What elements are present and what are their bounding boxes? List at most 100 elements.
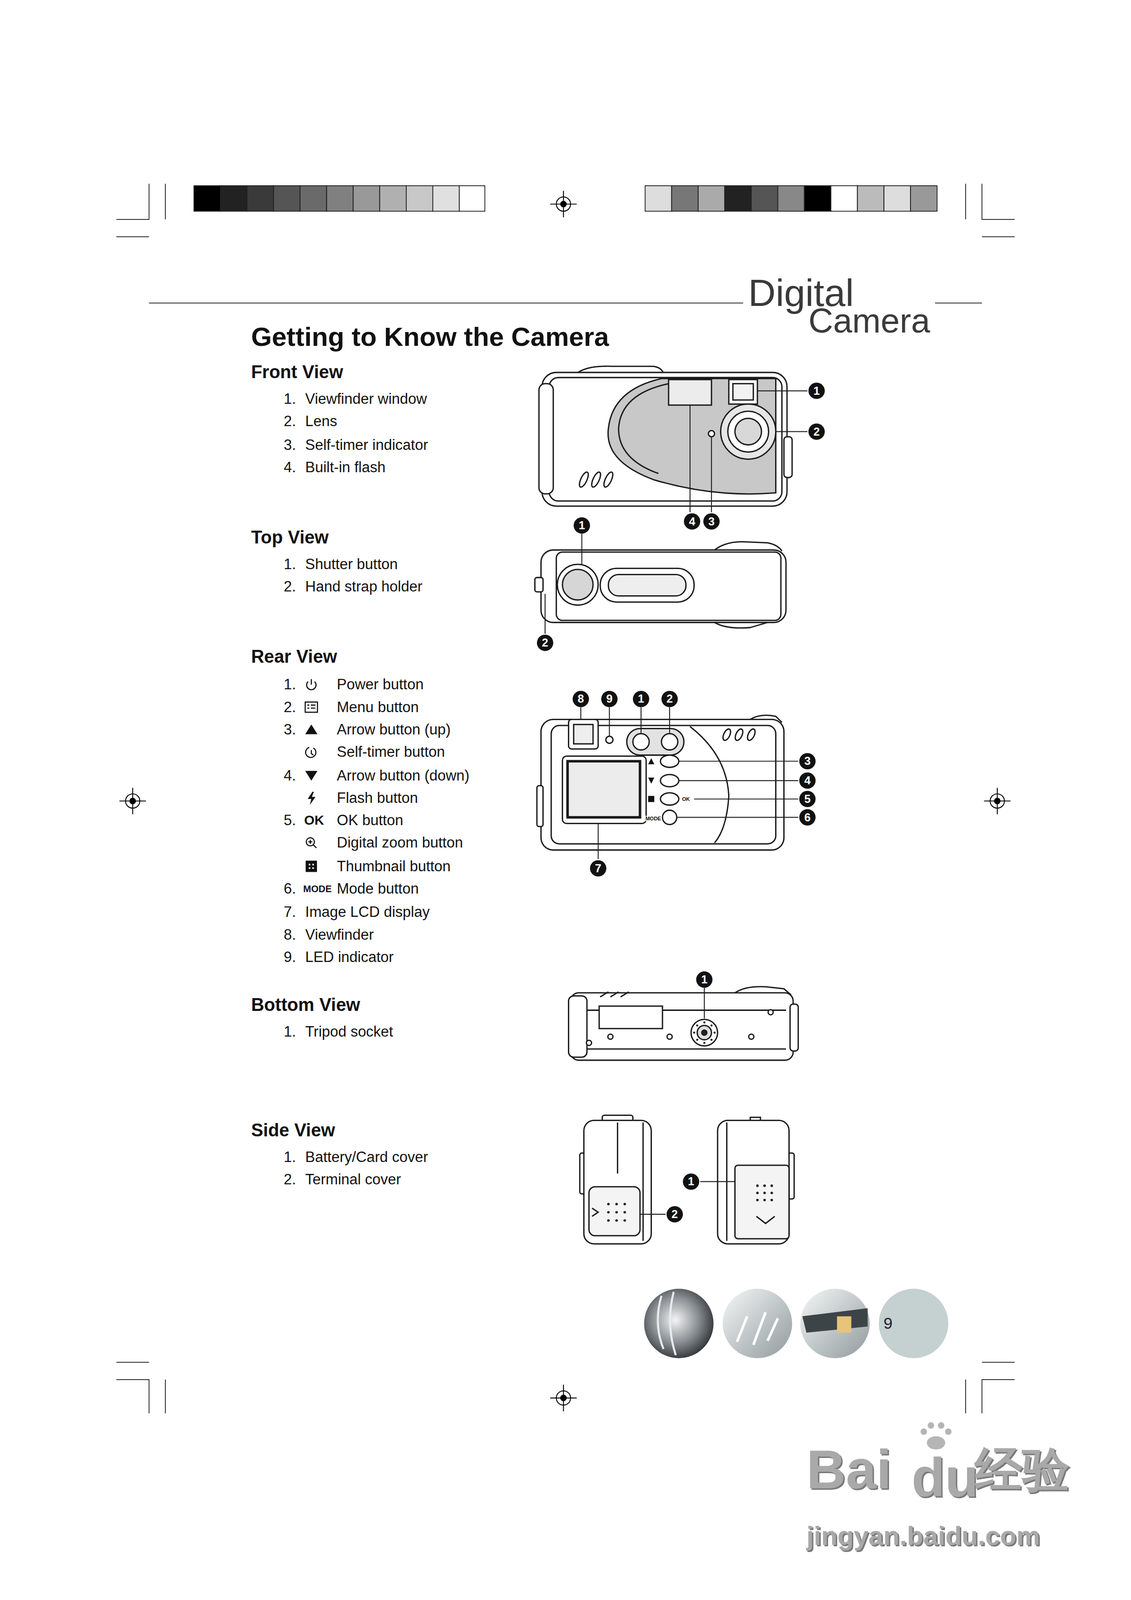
section-heading: Side View <box>250 1120 336 1142</box>
gray-scale-bar <box>273 185 301 212</box>
callout-badge <box>572 690 589 708</box>
decor-circles <box>800 1289 870 1359</box>
camera-front-illustration <box>720 404 776 460</box>
gray-scale-bar <box>220 185 248 212</box>
camera-rear-illustration <box>536 785 544 827</box>
callout-badge <box>799 772 816 789</box>
button-icons <box>305 747 316 758</box>
watermark-paw <box>945 1428 952 1436</box>
item-number: 8. <box>283 926 297 944</box>
camera-bottom-illustration <box>599 1006 663 1029</box>
section-heading: Top View <box>250 527 329 549</box>
page-title: Getting to Know the Camera <box>250 321 609 353</box>
item-number: 2. <box>283 1171 297 1189</box>
item-number: 1. <box>283 390 297 408</box>
gray-scale-bar <box>193 185 938 212</box>
gray-scale-bar <box>645 185 672 212</box>
decor-circles <box>643 1289 949 1359</box>
camera-rear-illustration <box>632 733 650 750</box>
item-number: 9. <box>283 948 297 967</box>
watermark: jingyan.baidu.com <box>806 1521 1041 1552</box>
callout-badge <box>683 513 700 530</box>
gray-scale-bar <box>247 185 274 212</box>
camera-top-illustration <box>557 564 599 606</box>
camera-rear-illustration <box>573 724 594 745</box>
watermark: du <box>911 1446 979 1510</box>
camera-front-illustration <box>668 379 712 406</box>
list-item: Arrow button (down) <box>336 767 470 785</box>
list-item: Flash button <box>336 789 419 807</box>
camera-rear-illustration <box>648 795 655 803</box>
camera-front-illustration <box>728 411 769 453</box>
camera-rear-illustration <box>746 728 758 742</box>
camera-marking: MODE <box>644 815 662 822</box>
button-icons <box>305 702 318 713</box>
callout-badge <box>573 517 590 534</box>
camera-bottom-illustration <box>767 1009 774 1016</box>
list-item: Terminal cover <box>305 1171 402 1189</box>
item-number: 7. <box>283 903 297 921</box>
item-number: 2. <box>283 412 297 431</box>
callout-badge <box>799 753 816 770</box>
leader-lines <box>545 533 582 634</box>
list-item: Arrow button (up) <box>336 721 451 739</box>
watermark-paw <box>920 1428 928 1436</box>
item-number: 3. <box>283 436 297 454</box>
item-number: 1. <box>283 676 297 694</box>
item-number: 2. <box>283 578 297 596</box>
camera-front-illustration <box>589 470 603 489</box>
button-icons <box>307 705 316 709</box>
registration-marks <box>550 1385 577 1412</box>
button-icons <box>306 725 317 734</box>
gray-scale-bar <box>751 185 778 212</box>
button-icons <box>305 679 318 872</box>
camera-rear-illustration <box>662 810 677 825</box>
camera-rear-illustration <box>721 728 733 742</box>
camera-marking: OK <box>681 796 691 802</box>
brand-logo: Camera <box>808 300 930 341</box>
gray-scale-bar <box>671 185 699 212</box>
decor-circles <box>737 1312 778 1346</box>
button-icons <box>306 679 317 690</box>
camera-side-illustration <box>608 1204 625 1221</box>
camera-bottom-illustration <box>607 1034 614 1040</box>
camera-front-illustration <box>618 383 669 474</box>
list-item: Mode button <box>336 880 419 898</box>
gray-scale-bar <box>193 185 221 212</box>
callout-number: 9 <box>606 692 613 707</box>
camera-front-illustration <box>538 383 554 495</box>
gray-scale-bar <box>724 185 752 212</box>
callout-number: 7 <box>594 862 602 876</box>
camera-rear-illustration <box>626 728 684 756</box>
watermark: Bai <box>806 1438 892 1502</box>
callout-badge <box>703 513 720 530</box>
gray-scale-bar <box>910 185 938 212</box>
watermark-paw <box>938 1422 945 1430</box>
watermark-paw <box>927 1422 935 1430</box>
list-item: Battery/Card cover <box>305 1149 428 1167</box>
callout-badge <box>601 690 618 708</box>
camera-rear-illustration <box>660 793 680 806</box>
callout-badge <box>799 791 816 808</box>
camera-bottom-illustration <box>568 996 587 1058</box>
list-item: Self-timer button <box>336 743 445 761</box>
camera-top-illustration <box>535 541 786 629</box>
callout-number: 1 <box>700 973 708 987</box>
leader-lines <box>703 987 705 1019</box>
camera-side-illustration <box>588 1187 640 1237</box>
camera-top-illustration <box>608 574 686 596</box>
camera-front-illustration <box>784 436 793 478</box>
list-item: Thumbnail button <box>336 858 451 876</box>
callout-badge <box>536 382 825 1223</box>
registration-marks <box>550 191 577 218</box>
camera-bottom-illustration <box>694 1022 715 1044</box>
camera-side-illustration <box>735 1165 790 1240</box>
gray-scale-bar <box>777 185 805 212</box>
gray-scale-bar <box>804 185 832 212</box>
camera-top-illustration <box>714 622 768 629</box>
camera-bottom-illustration <box>697 1025 712 1041</box>
camera-front-illustration <box>542 372 788 507</box>
section-heading: Front View <box>250 362 344 384</box>
watermark-paw <box>920 1422 952 1450</box>
gray-scale-bar <box>432 185 460 212</box>
